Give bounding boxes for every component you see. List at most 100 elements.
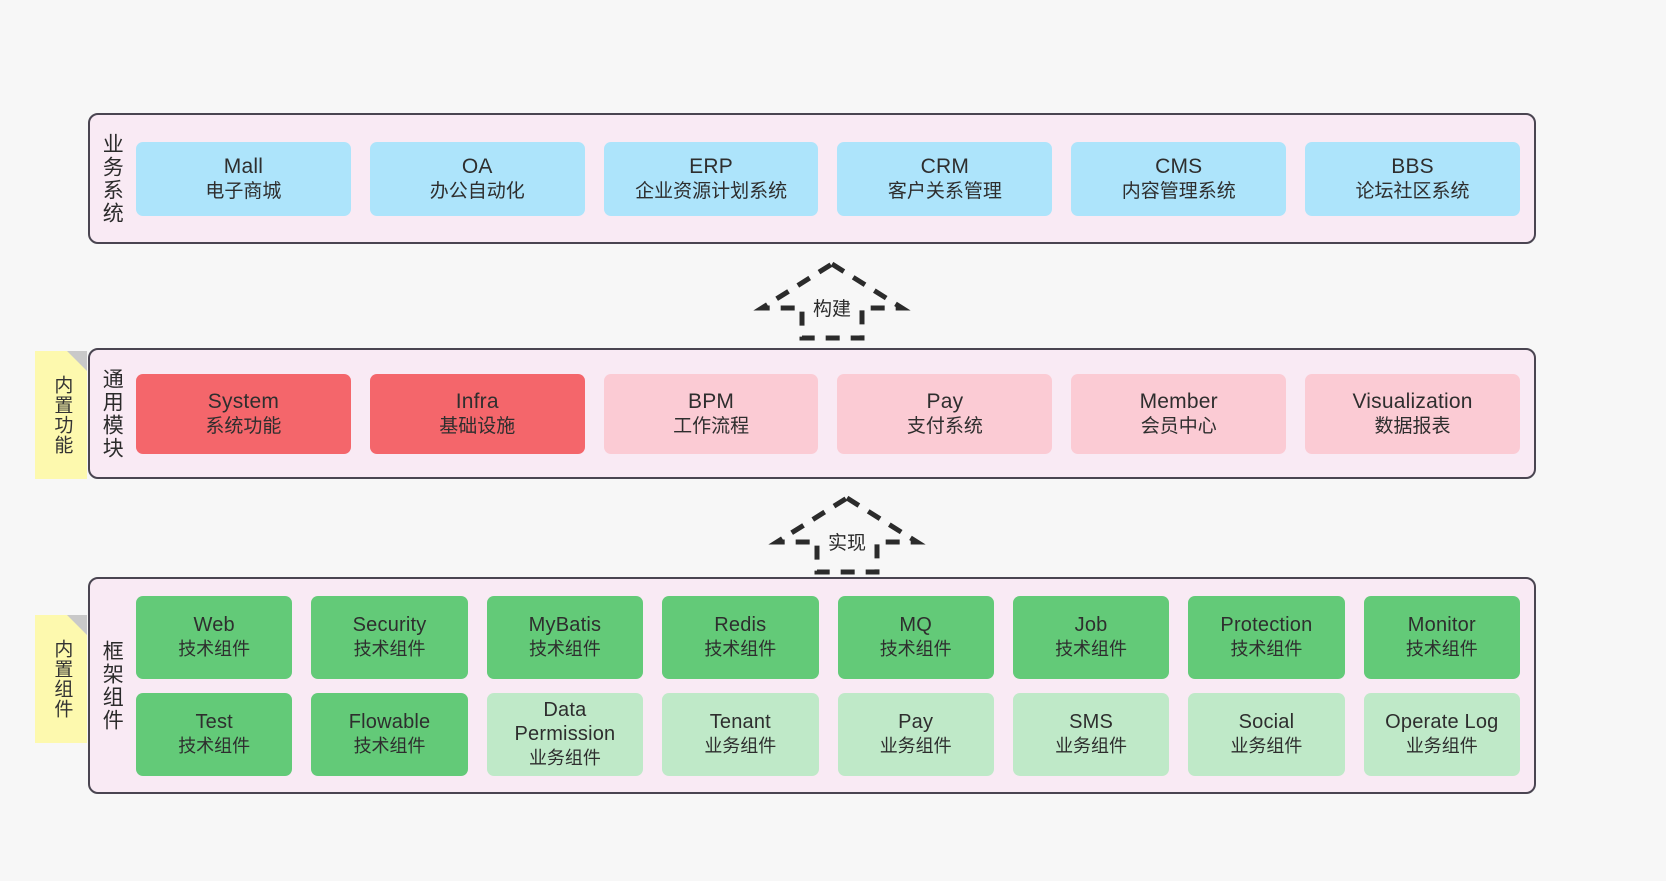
card-title: Visualization — [1352, 389, 1473, 413]
card-mq[interactable]: MQ 技术组件 — [837, 595, 994, 679]
card-title: Operate Log — [1385, 711, 1499, 734]
card-subtitle: 业务组件 — [704, 736, 777, 757]
card-subtitle: 业务组件 — [1055, 736, 1128, 757]
card-operate-log[interactable]: Operate Log 业务组件 — [1363, 692, 1520, 776]
card-title: Data Permission — [514, 699, 616, 746]
layer-framework-component: 框架组件 Web 技术组件 Security 技术组件 MyBatis 技术组件… — [88, 577, 1536, 794]
layer-common-module: 通用模块 System 系统功能 Infra 基础设施 BPM 工作流程 Pay… — [88, 348, 1536, 479]
card-mall[interactable]: Mall 电子商城 — [136, 141, 351, 216]
card-pay-module[interactable]: Pay 支付系统 — [837, 373, 1053, 454]
card-subtitle: 客户关系管理 — [887, 180, 1002, 202]
note-builtin-component: 内置组件 — [35, 615, 87, 743]
card-web[interactable]: Web 技术组件 — [136, 595, 293, 679]
card-title: Monitor — [1407, 614, 1476, 637]
card-title: Pay — [898, 711, 934, 734]
note-fold-corner-icon — [67, 615, 87, 635]
card-social[interactable]: Social 业务组件 — [1188, 692, 1345, 776]
card-row: Web 技术组件 Security 技术组件 MyBatis 技术组件 Redi… — [136, 595, 1520, 679]
card-title: OA — [461, 154, 493, 178]
note-builtin-function: 内置功能 — [35, 351, 87, 479]
card-title: Flowable — [348, 711, 431, 734]
card-mybatis[interactable]: MyBatis 技术组件 — [486, 595, 644, 679]
card-subtitle: 企业资源计划系统 — [635, 180, 788, 202]
card-title: BPM — [688, 389, 735, 413]
card-system[interactable]: System 系统功能 — [136, 373, 351, 454]
card-monitor[interactable]: Monitor 技术组件 — [1363, 595, 1520, 679]
card-title: Web — [193, 614, 235, 637]
card-title: Protection — [1220, 614, 1313, 637]
layer-body-framework-component: Web 技术组件 Security 技术组件 MyBatis 技术组件 Redi… — [132, 579, 1534, 792]
card-title: Tenant — [709, 711, 771, 734]
card-title: Mall — [223, 154, 264, 178]
card-row: System 系统功能 Infra 基础设施 BPM 工作流程 Pay 支付系统… — [136, 373, 1520, 454]
card-test[interactable]: Test 技术组件 — [136, 692, 293, 776]
note-text: 内置功能 — [51, 375, 73, 455]
card-subtitle: 论坛社区系统 — [1355, 180, 1470, 202]
card-title: SMS — [1069, 711, 1114, 734]
note-fold-corner-icon — [67, 351, 87, 371]
connector-label-implement: 实现 — [827, 533, 867, 554]
card-subtitle: 电子商城 — [205, 180, 282, 202]
card-flowable[interactable]: Flowable 技术组件 — [311, 692, 468, 776]
card-subtitle: 技术组件 — [1055, 639, 1128, 660]
card-protection[interactable]: Protection 技术组件 — [1188, 595, 1345, 679]
card-title: CMS — [1155, 154, 1203, 178]
card-oa[interactable]: OA 办公自动化 — [369, 141, 585, 216]
card-subtitle: 基础设施 — [439, 415, 516, 437]
card-subtitle: 技术组件 — [353, 736, 426, 757]
card-subtitle: 支付系统 — [906, 415, 983, 437]
card-title: Security — [352, 614, 427, 637]
card-erp[interactable]: ERP 企业资源计划系统 — [603, 141, 819, 216]
card-subtitle: 技术组件 — [178, 639, 251, 660]
card-title: ERP — [689, 154, 733, 178]
layer-label-framework-component: 框架组件 — [100, 639, 124, 732]
card-tenant[interactable]: Tenant 业务组件 — [662, 692, 819, 776]
connector-implement-arrow: 实现 — [767, 492, 927, 576]
card-sms[interactable]: SMS 业务组件 — [1012, 692, 1170, 776]
card-subtitle: 技术组件 — [879, 639, 952, 660]
layer-body-common-module: System 系统功能 Infra 基础设施 BPM 工作流程 Pay 支付系统… — [132, 350, 1534, 477]
card-subtitle: 技术组件 — [1405, 639, 1478, 660]
connector-label-build: 构建 — [812, 299, 852, 320]
layer-label-business-system: 业务系统 — [100, 132, 124, 225]
card-security[interactable]: Security 技术组件 — [311, 595, 468, 679]
card-subtitle: 内容管理系统 — [1121, 180, 1236, 202]
card-subtitle: 业务组件 — [1405, 736, 1478, 757]
card-title: BBS — [1391, 154, 1434, 178]
card-bpm[interactable]: BPM 工作流程 — [603, 373, 819, 454]
card-data-permission[interactable]: Data Permission 业务组件 — [486, 692, 644, 776]
card-subtitle: 技术组件 — [353, 639, 426, 660]
card-infra[interactable]: Infra 基础设施 — [369, 373, 585, 454]
card-subtitle: 数据报表 — [1374, 415, 1451, 437]
card-subtitle: 办公自动化 — [429, 180, 525, 202]
card-job[interactable]: Job 技术组件 — [1012, 595, 1170, 679]
card-redis[interactable]: Redis 技术组件 — [662, 595, 819, 679]
dashed-up-arrow-icon — [768, 495, 926, 575]
card-subtitle: 系统功能 — [205, 415, 282, 437]
card-pay-component[interactable]: Pay 业务组件 — [837, 692, 994, 776]
card-crm[interactable]: CRM 客户关系管理 — [837, 141, 1053, 216]
note-text: 内置组件 — [51, 639, 73, 719]
layer-label-common-module: 通用模块 — [100, 367, 124, 460]
card-subtitle: 会员中心 — [1140, 415, 1217, 437]
card-title: CRM — [920, 154, 970, 178]
card-member[interactable]: Member 会员中心 — [1071, 373, 1287, 454]
card-title: Infra — [455, 389, 499, 413]
card-subtitle: 技术组件 — [178, 736, 251, 757]
card-bbs[interactable]: BBS 论坛社区系统 — [1305, 141, 1520, 216]
card-title: MQ — [899, 614, 932, 637]
card-title: Test — [195, 711, 233, 734]
card-cms[interactable]: CMS 内容管理系统 — [1071, 141, 1287, 216]
card-visualization[interactable]: Visualization 数据报表 — [1305, 373, 1520, 454]
card-subtitle: 技术组件 — [704, 639, 777, 660]
card-row: Test 技术组件 Flowable 技术组件 Data Permission … — [136, 692, 1520, 776]
card-subtitle: 业务组件 — [879, 736, 952, 757]
card-subtitle: 技术组件 — [1230, 639, 1303, 660]
card-row: Mall 电子商城 OA 办公自动化 ERP 企业资源计划系统 CRM 客户关系… — [136, 141, 1520, 216]
card-subtitle: 技术组件 — [528, 639, 601, 660]
card-title: Pay — [926, 389, 964, 413]
layer-body-business-system: Mall 电子商城 OA 办公自动化 ERP 企业资源计划系统 CRM 客户关系… — [132, 115, 1534, 242]
card-title: Member — [1139, 389, 1218, 413]
layer-business-system: 业务系统 Mall 电子商城 OA 办公自动化 ERP 企业资源计划系统 CRM… — [88, 113, 1536, 244]
